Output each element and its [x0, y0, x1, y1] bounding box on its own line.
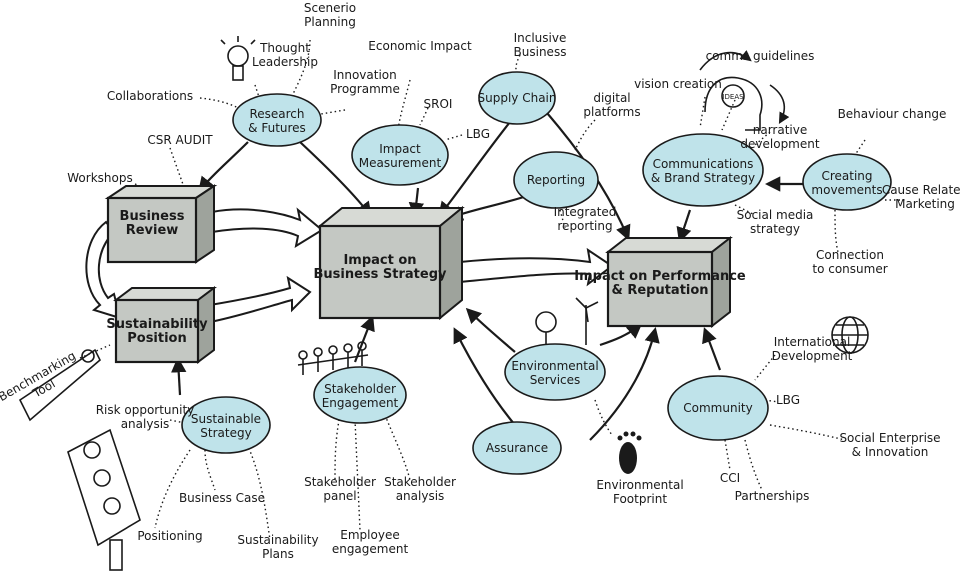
label-sroi: SROI: [424, 97, 453, 111]
label-positioning: Positioning: [137, 529, 202, 543]
label-collaborations: Collaborations: [107, 89, 193, 103]
label-cci: CCI: [720, 471, 740, 485]
arrow-review-to-position: [85, 220, 122, 320]
dotted-connectors: [79, 39, 905, 541]
cloud-assurance: Assurance: [472, 421, 562, 475]
arrow-supply-to-strategy: [438, 121, 511, 218]
arrow-comms-to-performance: [676, 209, 692, 243]
label-social-enterprise: Social Enterprise& Innovation: [839, 431, 940, 459]
head-ideas-icon: IDEAS: [699, 50, 790, 131]
ideas-text: IDEAS: [722, 93, 744, 101]
cloud-reporting: Reporting: [513, 151, 599, 209]
box-impact-performance-label: Impact on Performance& Reputation: [574, 269, 746, 298]
arrow-research-to-review: [198, 141, 249, 193]
cloud-research-futures: Research& Futures: [232, 93, 322, 147]
label-csr-audit: CSR AUDIT: [147, 133, 213, 147]
label-benchmarking: BenchmarkingTool: [0, 349, 85, 417]
arrow-review-to-strategy: [211, 207, 324, 249]
people-icon: [297, 341, 369, 375]
cloud-research-label: Research& Futures: [248, 107, 306, 135]
label-business-case: Business Case: [179, 491, 265, 505]
arrow-strategy-to-performance: [459, 247, 614, 287]
cloud-reporting-label: Reporting: [527, 173, 585, 187]
arrow-assurance-to-performance: [589, 327, 660, 441]
arrow-sustainable-to-position: [171, 356, 187, 396]
arrow-stakeholder-to-strategy: [353, 315, 375, 363]
globe-icon: [831, 316, 869, 354]
arrow-position-to-strategy: [209, 275, 312, 324]
flow-arrows: [85, 207, 614, 324]
cloud-community: Community: [667, 375, 769, 441]
cloud-assurance-label: Assurance: [486, 441, 548, 455]
footprint-icon: [617, 431, 642, 474]
label-lbg-community: LBG: [776, 393, 800, 407]
cloud-supply-label: Supply Chain: [478, 91, 557, 105]
arrow-env-to-strategy: [465, 307, 516, 353]
label-comms-guidelines: comms guidelines: [706, 49, 815, 63]
label-workshops: Workshops: [67, 171, 132, 185]
label-behaviour-change: Behaviour change: [838, 107, 947, 121]
cloud-communications: Communications& Brand Strategy: [642, 133, 764, 207]
benchmarking-tool-icon: [18, 348, 101, 422]
label-economic-impact: Economic Impact: [368, 39, 472, 53]
cloud-supply-chain: Supply Chain: [478, 71, 557, 125]
label-partnerships: Partnerships: [735, 489, 810, 503]
label-lbg: LBG: [466, 127, 490, 141]
box-impact-performance: Impact on Performance& Reputation: [574, 235, 746, 329]
lightbulb-icon: [220, 36, 256, 81]
trees-windmill-icon: [535, 297, 599, 345]
arrow-env-to-performance: [599, 323, 643, 347]
traffic-light-icon: [67, 428, 141, 571]
cloud-community-label: Community: [683, 401, 752, 415]
arrow-community-to-performance: [702, 327, 722, 371]
cloud-comms-label: Communications& Brand Strategy: [651, 157, 755, 185]
arrow-assurance-to-strategy: [453, 327, 516, 426]
label-vision-creation: vision creation: [634, 77, 722, 91]
